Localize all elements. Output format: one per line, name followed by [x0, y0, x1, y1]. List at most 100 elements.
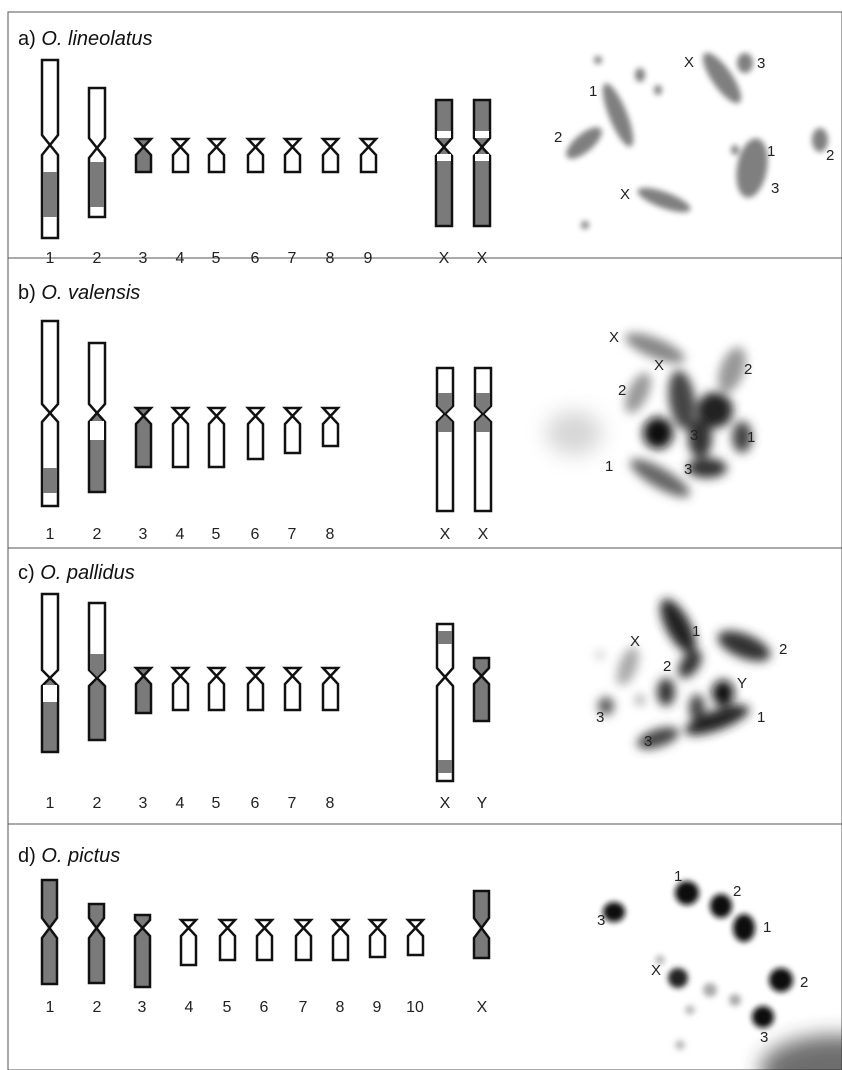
chromosome-label: 6: [251, 250, 260, 267]
chromosome-b-3: [133, 406, 154, 469]
chromosome-b-1: [40, 319, 60, 508]
micrograph-label: 2: [800, 974, 808, 991]
chromosome-b-7: [282, 406, 303, 455]
chromosome-label: 1: [46, 526, 55, 543]
chromosome-label: 2: [93, 526, 102, 543]
chromosome-b-5: [206, 406, 227, 469]
micrograph-label: 2: [744, 361, 752, 378]
chromosome-label: 6: [251, 795, 260, 812]
micrograph-label: X: [654, 357, 664, 374]
chromosome-label: 4: [185, 999, 194, 1016]
ideogram-labels-b: 1 2 3 4 5 6 7 8 X X: [46, 526, 489, 543]
chromosome-c-2: [87, 601, 107, 742]
micrograph-label: X: [651, 962, 661, 979]
chromosome-label: 5: [212, 795, 221, 812]
micrograph-label: 2: [554, 129, 562, 146]
chromosome-label: 5: [223, 999, 232, 1016]
micrograph-label: X: [609, 329, 619, 346]
micrograph-label: 3: [771, 180, 779, 197]
chromosome-c-4: [170, 666, 191, 712]
chromosome-label: 6: [251, 526, 260, 543]
chromosome-d-x: [472, 889, 491, 960]
chromosome-b-6: [245, 406, 266, 461]
micrograph-label: 2: [733, 883, 741, 900]
ideogram-labels-c: 1 2 3 4 5 6 7 8 X Y: [46, 795, 488, 812]
chromosome-label: 5: [212, 526, 221, 543]
micrograph-label: 3: [757, 55, 765, 72]
chromosome-a-x2: [472, 98, 492, 228]
chromosome-label: 8: [326, 795, 335, 812]
chromosome-a-5: [206, 137, 227, 174]
micrograph-label: 1: [747, 429, 755, 446]
chromosome-c-y: [472, 656, 491, 723]
chromosome-label: 8: [326, 250, 335, 267]
panel-d-frame: [7, 823, 842, 1070]
micrograph-label: X: [684, 54, 694, 71]
chromosome-label: 7: [299, 999, 308, 1016]
chromosome-label: 4: [176, 250, 185, 267]
chromosome-label: X: [440, 795, 451, 812]
chromosome-label: 2: [93, 795, 102, 812]
chromosome-d-6: [254, 918, 275, 962]
micrograph-label: 3: [684, 461, 692, 478]
chromosome-d-4: [178, 918, 199, 967]
chromosome-d-8: [330, 918, 351, 962]
chromosome-d-2: [87, 902, 106, 985]
chromosome-label: 2: [93, 250, 102, 267]
chromosome-label: 4: [176, 795, 185, 812]
chromosome-label: Y: [477, 795, 488, 812]
chromosome-label: 10: [406, 999, 424, 1016]
micrograph-label: 1: [767, 143, 775, 160]
micrograph-label: 1: [674, 868, 682, 885]
chromosome-label: 7: [288, 250, 297, 267]
chromosome-label: 8: [326, 526, 335, 543]
chromosome-label: 7: [288, 526, 297, 543]
chromosome-b-x1: [435, 366, 455, 513]
chromosome-label: X: [439, 250, 450, 267]
chromosome-label: X: [478, 526, 489, 543]
ideogram-d: [40, 878, 491, 989]
chromosome-label: 4: [176, 526, 185, 543]
chromosome-c-6: [245, 666, 266, 712]
chromosome-label: 3: [139, 250, 148, 267]
micrograph-label: 2: [618, 382, 626, 399]
chromosome-label: 3: [138, 999, 147, 1016]
chromosome-label: 3: [139, 526, 148, 543]
chromosome-b-2: [87, 341, 107, 494]
panel-c-title: c) O. pallidus: [18, 562, 135, 584]
chromosome-label: 6: [260, 999, 269, 1016]
micrograph-label: 2: [826, 147, 834, 164]
chromosome-label: 1: [46, 999, 55, 1016]
micrograph-label: 2: [779, 641, 787, 658]
micrograph-d: 1 2 3 1 X 2 3: [597, 868, 842, 1070]
ideogram-a: [40, 58, 492, 240]
chromosome-a-6: [245, 137, 266, 174]
chromosome-a-8: [320, 137, 341, 174]
micrograph-label: 1: [692, 623, 700, 640]
micrograph-label: 3: [644, 733, 652, 750]
panel-d-title: d) O. pictus: [18, 845, 120, 867]
chromosome-a-9: [358, 137, 379, 174]
micrograph-label: 3: [760, 1029, 768, 1046]
chromosome-label: 7: [288, 795, 297, 812]
micrograph-b: X X 2 2 3 1 3 1: [546, 329, 755, 498]
chromosome-label: 1: [46, 250, 55, 267]
micrograph-c: 1 X 2 2 Y 3 1 3: [596, 598, 787, 750]
micrograph-label: 3: [596, 709, 604, 726]
chromosome-c-3: [133, 666, 154, 715]
panel-b-title: b) O. valensis: [18, 282, 140, 304]
chromosome-b-8: [320, 406, 341, 448]
chromosome-a-3: [133, 137, 154, 174]
chromosome-label: X: [440, 526, 451, 543]
chromosome-b-x2: [473, 366, 493, 513]
ideogram-c: [40, 592, 491, 783]
ideogram-labels-d: 1 2 3 4 5 6 7 8 9 10 X: [46, 999, 488, 1016]
chromosome-d-10: [405, 918, 426, 957]
chromosome-d-3: [133, 913, 152, 989]
ideogram-labels-a: 1 2 3 4 5 6 7 8 9 X X: [46, 250, 488, 267]
micrograph-label: 1: [605, 458, 613, 475]
chromosome-a-x1: [434, 98, 454, 228]
micrograph-label: X: [630, 633, 640, 650]
chromosome-a-1: [40, 58, 60, 240]
